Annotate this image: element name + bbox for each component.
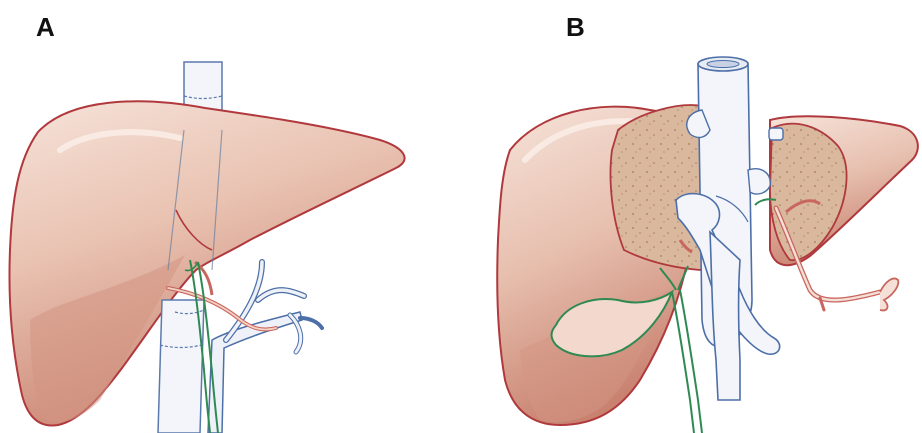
liver-a xyxy=(10,101,405,425)
portal-vein-a xyxy=(208,262,322,433)
ivc-lower-a xyxy=(158,300,204,433)
panel-b-illustration xyxy=(497,57,918,433)
panel-a-illustration xyxy=(10,62,405,433)
